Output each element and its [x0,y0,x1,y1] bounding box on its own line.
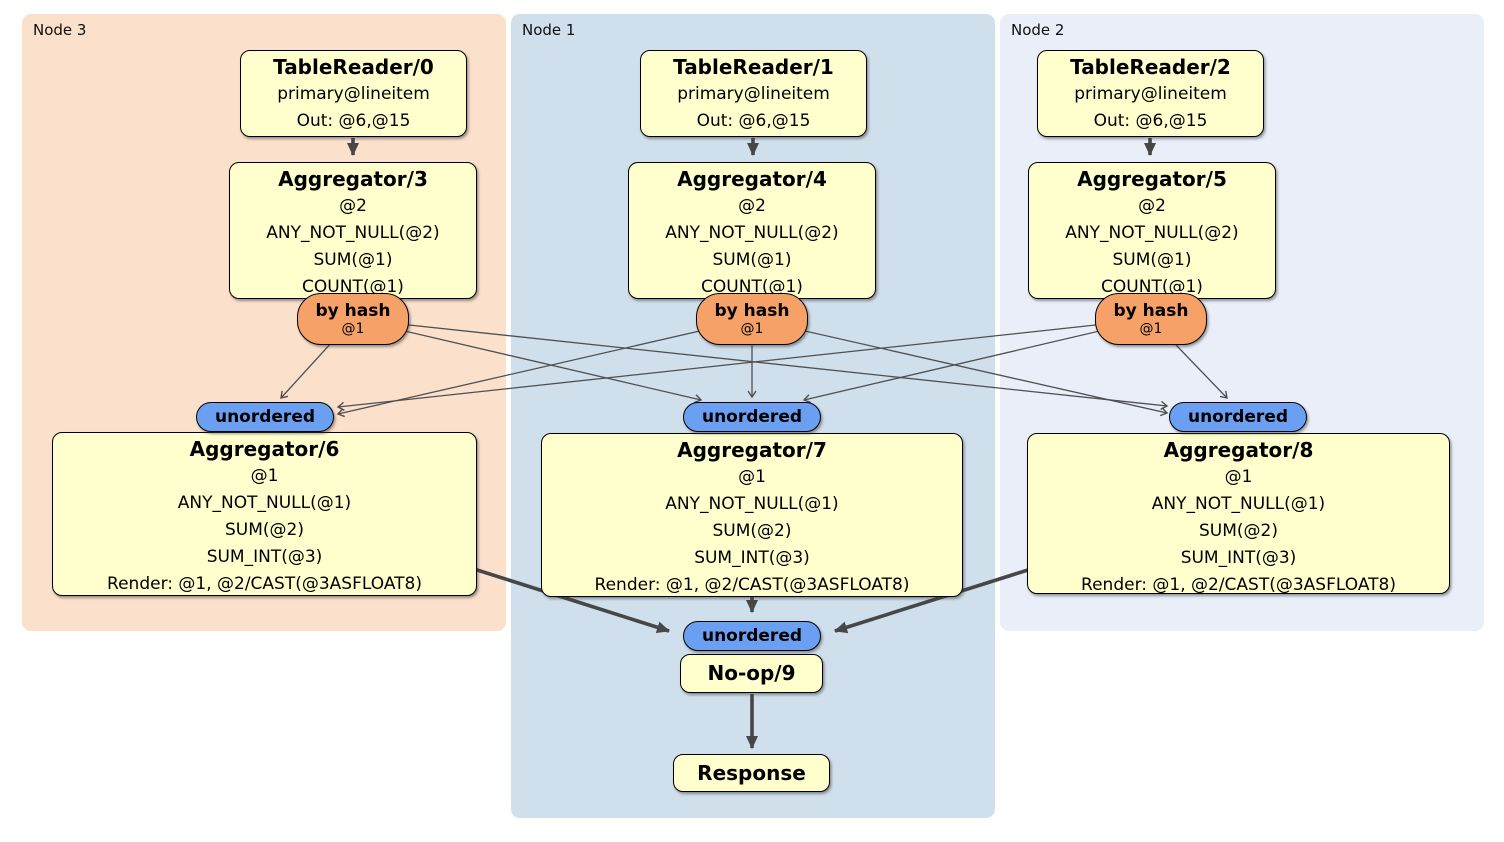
processor-title: Aggregator/6 [189,437,340,461]
sync-label: unordered [1187,407,1289,427]
processor-detail: Out: @6,@15 [696,111,811,131]
processor-noop-9: No-op/9 [680,654,823,693]
processor-tablereader-0: TableReader/0 primary@lineitem Out: @6,@… [240,50,467,137]
processor-title: TableReader/0 [273,55,434,79]
edge-router1-sync-node2 [751,318,1169,417]
processor-detail: primary@lineitem [277,84,430,104]
processor-detail: ANY_NOT_NULL(@1) [177,493,352,513]
processor-detail: SUM(@2) [225,520,304,540]
processor-title: Aggregator/3 [278,167,428,191]
processor-aggregator-3: Aggregator/3 @2 ANY_NOT_NULL(@2) SUM(@1)… [229,162,477,299]
sync-unordered-node2: unordered [1169,402,1307,432]
sync-label: unordered [701,407,803,427]
processor-detail: ANY_NOT_NULL(@2) [266,223,440,243]
router-by-hash-node1: by hash @1 [696,293,808,345]
router-label: by hash [1113,300,1189,321]
processor-detail: Render: @1, @2/CAST(@3ASFLOAT8) [107,574,422,594]
sync-label: unordered [701,626,803,646]
node-label: Node 3 [33,21,87,39]
processor-title: Aggregator/8 [1163,438,1314,462]
processor-detail: SUM(@1) [1112,250,1192,270]
processor-detail: primary@lineitem [677,84,830,104]
processor-detail: Out: @6,@15 [1093,111,1208,131]
edge-router2-sync-node3 [336,318,1152,411]
processor-detail: SUM(@2) [1199,521,1278,541]
processor-title: No-op/9 [707,661,796,685]
processor-aggregator-8: Aggregator/8 @1 ANY_NOT_NULL(@1) SUM(@2)… [1027,433,1450,595]
processor-detail: SUM_INT(@3) [694,548,810,568]
processor-title: Aggregator/4 [677,167,827,191]
router-detail: @1 [740,320,764,337]
edge-router1-sync-node3 [336,318,753,418]
processor-detail: @1 [738,467,766,487]
processor-detail: SUM_INT(@3) [206,547,323,567]
processor-aggregator-5: Aggregator/5 @2 ANY_NOT_NULL(@2) SUM(@1)… [1028,162,1276,299]
processor-detail: Render: @1, @2/CAST(@3ASFLOAT8) [1081,575,1396,595]
processor-detail: SUM(@1) [712,250,792,270]
edge-aggregator8-final-sync [834,567,1032,634]
sync-label: unordered [214,407,316,427]
processor-detail: Render: @1, @2/CAST(@3ASFLOAT8) [594,575,910,595]
sync-unordered-node3: unordered [196,402,334,432]
processor-detail: ANY_NOT_NULL(@1) [1151,494,1326,514]
processor-detail: @2 [738,196,766,216]
processor-title: Response [697,760,806,785]
processor-detail: COUNT(@1) [701,277,803,297]
processor-detail: COUNT(@1) [1101,277,1203,297]
sync-unordered-node1: unordered [683,402,821,432]
processor-detail: SUM(@2) [712,521,792,541]
processor-title: Aggregator/5 [1077,167,1227,191]
processor-detail: @1 [250,466,279,486]
processor-aggregator-4: Aggregator/4 @2 ANY_NOT_NULL(@2) SUM(@1)… [628,162,876,299]
processor-detail: @1 [1224,467,1253,487]
edge-aggregator6-final-sync [473,567,670,634]
processor-tablereader-2: TableReader/2 primary@lineitem Out: @6,@… [1037,50,1264,137]
processor-title: TableReader/1 [673,55,834,79]
processor-title: Aggregator/7 [677,438,827,462]
node-label: Node 2 [1011,21,1065,39]
processor-detail: COUNT(@1) [302,277,404,297]
edge-router2-sync-node1 [802,318,1152,404]
processor-detail: ANY_NOT_NULL(@1) [665,494,839,514]
router-by-hash-node2: by hash @1 [1095,293,1207,345]
processor-detail: SUM(@1) [313,250,393,270]
processor-aggregator-7: Aggregator/7 @1 ANY_NOT_NULL(@1) SUM(@2)… [541,433,963,597]
processor-tablereader-1: TableReader/1 primary@lineitem Out: @6,@… [640,50,867,137]
processor-aggregator-6: Aggregator/6 @1 ANY_NOT_NULL(@1) SUM(@2)… [52,432,477,596]
edge-router3-sync-node1 [352,318,703,404]
processor-detail: primary@lineitem [1074,84,1227,104]
router-label: by hash [315,300,391,321]
processor-detail: @2 [1138,196,1166,216]
router-label: by hash [714,300,790,321]
processor-detail: SUM_INT(@3) [1180,548,1297,568]
edge-router3-sync-node2 [352,318,1169,410]
router-by-hash-node3: by hash @1 [297,293,409,345]
processor-detail: ANY_NOT_NULL(@2) [665,223,839,243]
processor-detail: Out: @6,@15 [296,111,411,131]
processor-detail: ANY_NOT_NULL(@2) [1065,223,1239,243]
processor-detail: @2 [339,196,367,216]
sync-unordered-final: unordered [683,621,821,651]
node-label: Node 1 [522,21,576,39]
router-detail: @1 [341,320,365,337]
router-detail: @1 [1139,320,1163,337]
processor-response: Response [673,754,830,792]
processor-title: TableReader/2 [1070,55,1231,79]
